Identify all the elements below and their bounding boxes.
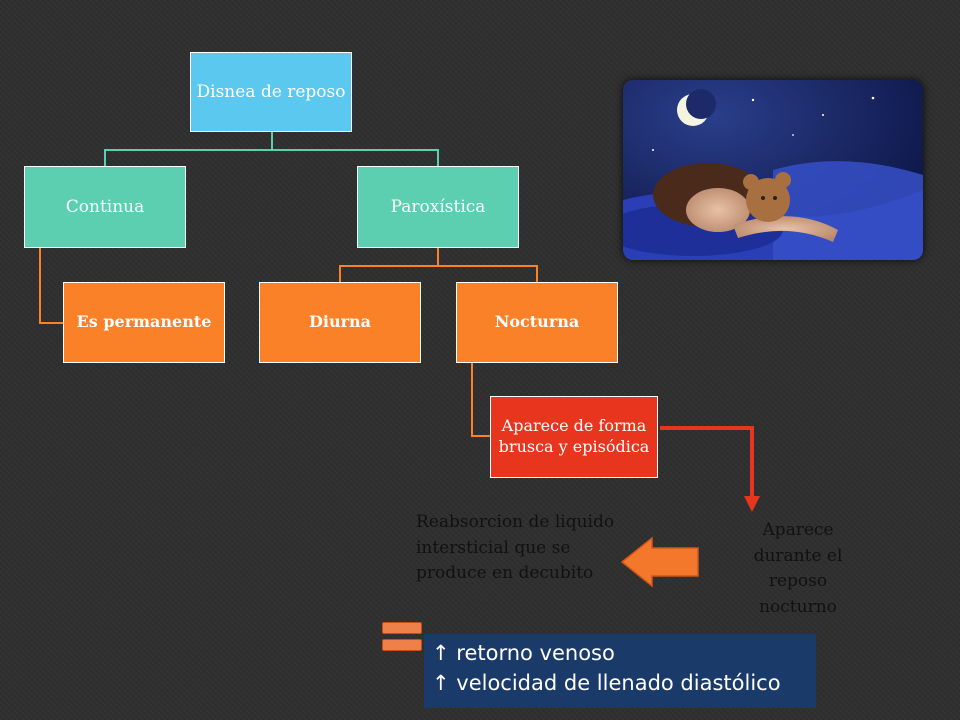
aparece-brusca-node: Aparece de forma brusca y episódica [490,396,658,478]
red-arrow-head [744,496,760,512]
es-permanente-node: Es permanente [63,282,225,363]
velocidad-llenado-line: ↑ velocidad de llenado diastólico [432,671,781,696]
root-node: Disnea de reposo [190,52,352,132]
es-permanente-node-label: Es permanente [76,312,212,332]
connector-root-right [272,149,439,166]
connector-continua [39,248,63,324]
sleeping-woman-image [623,80,923,260]
diurna-node: Diurna [259,282,421,363]
reposo-nocturno-note: Aparece durante el reposo nocturno [753,520,843,617]
equals-sign-top [382,622,422,634]
continua-node-label: Continua [65,196,145,217]
retorno-venoso-line: ↑ retorno venoso [432,641,615,665]
nocturna-node-label: Nocturna [494,312,580,332]
left-arrow-icon [620,536,699,588]
paroxistica-node: Paroxística [357,166,519,248]
result-panel: ↑ retorno venoso ↑ velocidad de llenado … [424,634,816,708]
connector-root [104,131,273,166]
connector-nocturna [471,363,490,437]
root-node-label: Disnea de reposo [196,81,346,102]
continua-node: Continua [24,166,186,248]
connector-paroxistica-right [438,265,538,282]
nocturna-node: Nocturna [456,282,618,363]
night-scene-illustration [623,80,923,260]
paroxistica-node-label: Paroxística [390,196,486,217]
connector-paroxistica [339,248,439,282]
reabsorcion-note: Reabsorcion de liquido intersticial que … [416,512,615,583]
equals-sign-bottom [382,639,422,651]
aparece-brusca-node-label: Aparece de forma brusca y episódica [498,416,650,456]
diurna-node-label: Diurna [308,312,371,332]
red-arrow-line [660,426,754,500]
